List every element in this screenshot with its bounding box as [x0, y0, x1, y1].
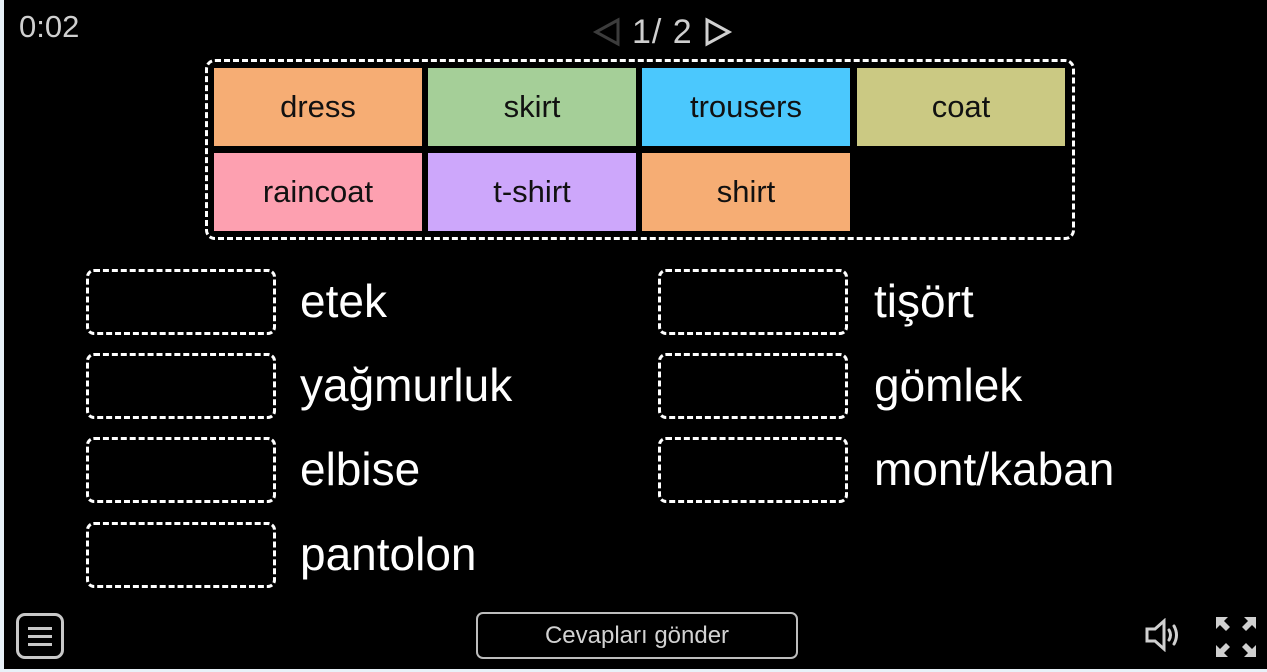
fullscreen-icon[interactable]: [1214, 615, 1258, 659]
drop-slot-gomlek[interactable]: [658, 353, 848, 419]
tile-shirt[interactable]: shirt: [642, 153, 850, 231]
target-word-gomlek: gömlek: [874, 359, 1023, 411]
menu-line: [28, 642, 52, 646]
tile-coat[interactable]: coat: [857, 68, 1065, 146]
target-word-etek: etek: [300, 275, 387, 327]
timer: 0:02: [19, 9, 80, 44]
speaker-icon[interactable]: [1144, 618, 1186, 652]
tile-skirt[interactable]: skirt: [428, 68, 636, 146]
tile-raincoat[interactable]: raincoat: [214, 153, 422, 231]
tile-dress[interactable]: dress: [214, 68, 422, 146]
drop-slot-mont-kaban[interactable]: [658, 437, 848, 503]
next-page-icon[interactable]: [703, 17, 733, 47]
target-word-pantolon: pantolon: [300, 528, 477, 580]
drop-slot-pantolon[interactable]: [86, 522, 276, 588]
tile-t-shirt[interactable]: t-shirt: [428, 153, 636, 231]
target-word-mont-kaban: mont/kaban: [874, 443, 1115, 495]
prev-page-icon[interactable]: [592, 17, 622, 47]
tile-trousers[interactable]: trousers: [642, 68, 850, 146]
game-stage: 0:02 1/ 2 dress skirt trousers coat rain…: [4, 0, 1267, 669]
menu-line: [28, 634, 52, 638]
submit-answers-button[interactable]: Cevapları gönder: [476, 612, 798, 659]
hamburger-menu-icon[interactable]: [16, 613, 64, 659]
target-word-yagmurluk: yağmurluk: [300, 359, 513, 411]
drop-slot-yagmurluk[interactable]: [86, 353, 276, 419]
page-indicator: 1/ 2: [632, 12, 693, 51]
menu-line: [28, 626, 52, 630]
drop-slot-tisort[interactable]: [658, 269, 848, 335]
target-word-elbise: elbise: [300, 443, 421, 495]
page-navigator: 1/ 2: [592, 10, 733, 54]
word-bank: dress skirt trousers coat raincoat t-shi…: [205, 59, 1075, 240]
drop-slot-etek[interactable]: [86, 269, 276, 335]
target-word-tisort: tişört: [874, 275, 974, 327]
drop-slot-elbise[interactable]: [86, 437, 276, 503]
